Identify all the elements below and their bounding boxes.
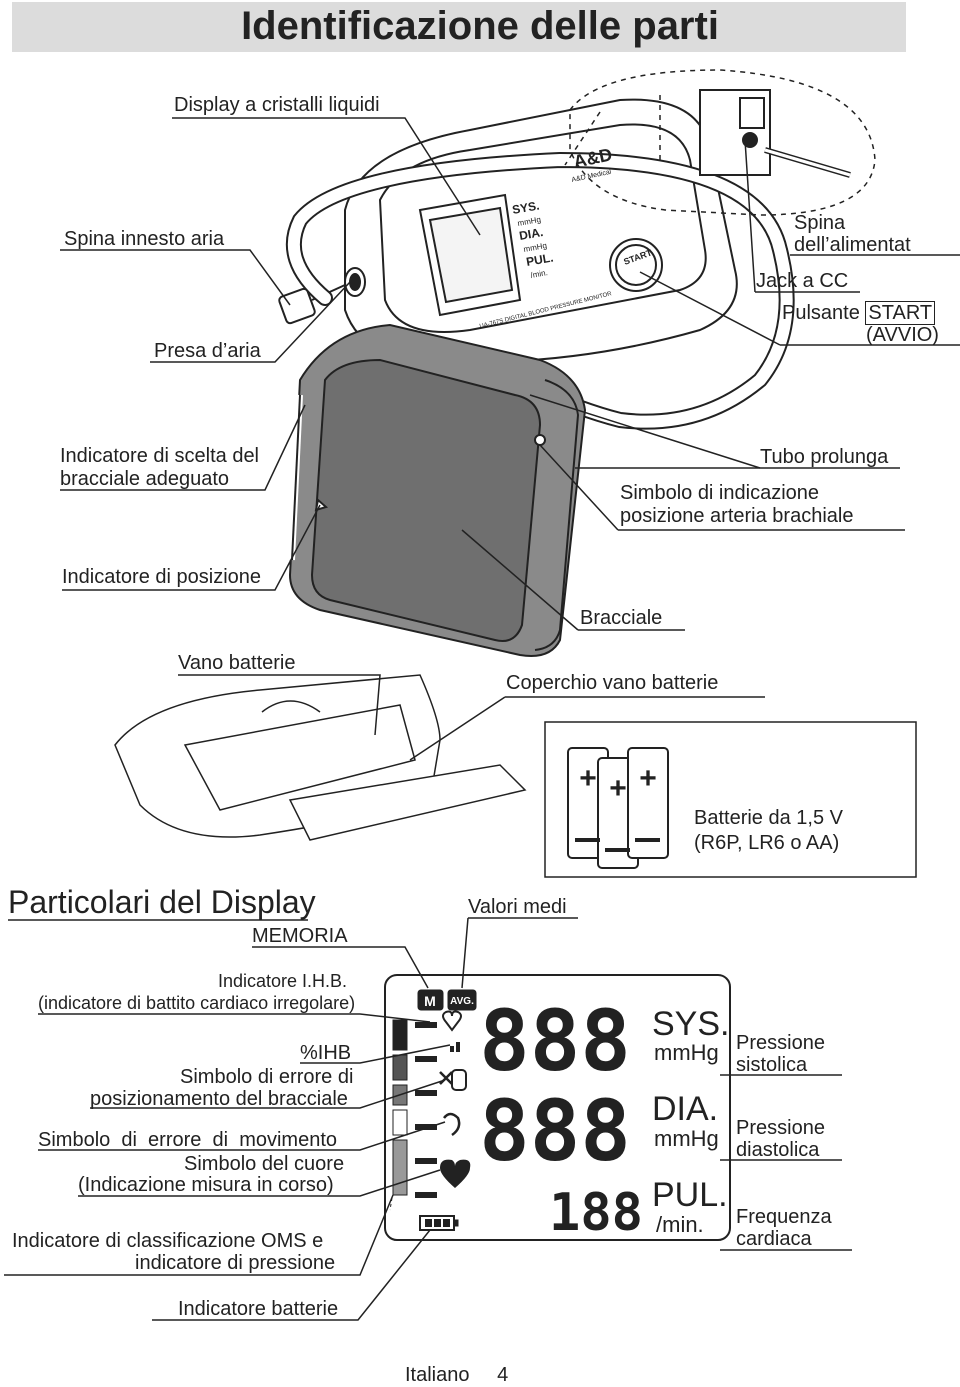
label-motion-error: Simbolo di errore di movimento [38,1129,338,1151]
label-systolic-1: Pressione [736,1032,825,1054]
leader-lines [4,117,960,1321]
label-ihb-1: Indicatore I.H.B. [218,971,348,991]
footer-page-number: 4 [497,1364,509,1386]
lcd-sys-unit: mmHg [654,1040,719,1065]
label-ihb-percent: %IHB [300,1042,352,1064]
batteries-box [544,721,917,878]
label-pulse-2: cardiaca [736,1228,812,1250]
label-diastolic-1: Pressione [736,1117,825,1139]
label-heart-2: (Indicazione misura in corso) [78,1174,334,1196]
label-pulse-1: Frequenza [736,1206,832,1228]
label-adapter-plug-1: Spina [794,212,846,234]
battery-plus-3: + [639,762,657,795]
label-average: Valori medi [468,896,567,918]
label-start-key: START [865,301,936,325]
lcd-sys-label: SYS. [652,1005,729,1043]
lcd-pul-unit: /min. [656,1212,704,1237]
label-ihb-2: (indicatore di battito cardiaco irregola… [38,993,356,1013]
label-air-plug: Spina innesto aria [64,228,225,250]
label-start-sub: (AVVIO) [866,324,939,346]
label-cuff-error-1: Simbolo di errore di [180,1066,354,1088]
label-batteries-2: (R6P, LR6 o AA) [694,832,840,854]
label-cuff-fit-1: Indicatore di scelta del [60,445,260,467]
label-systolic-2: sistolica [736,1054,808,1076]
page-title: Identificazione delle parti [241,4,719,48]
label-air-socket: Presa d’aria [154,340,261,362]
label-start-button: Pulsante START [782,301,936,325]
label-position: Indicatore di posizione [62,566,262,588]
device-sys: SYS. [511,198,540,217]
label-battery-cover: Coperchio vano batterie [506,672,719,694]
label-who-1: Indicatore di classificazione OMS e [12,1230,324,1252]
label-start-prefix: Pulsante [782,302,860,324]
label-diastolic-2: diastolica [736,1139,820,1161]
label-cuff-fit-2: bracciale adeguato [60,468,230,490]
label-who-2: indicatore di pressione [135,1252,336,1274]
label-extension-tube: Tubo prolunga [760,446,889,468]
label-battery-indicator: Indicatore batterie [178,1298,339,1320]
battery-minus-signs [575,838,660,852]
lcd-sys-digits: 888 [479,992,631,1090]
label-artery-1: Simbolo di indicazione [620,482,820,504]
label-battery-compartment: Vano batterie [178,652,296,674]
avg-icon: AVG. [450,996,474,1007]
label-cuff-error-2: posizionamento del bracciale [90,1088,348,1110]
device-pul: PUL. [525,250,554,269]
label-artery-2: posizione arteria brachiale [620,505,854,527]
label-display: Display a cristalli liquidi [174,94,380,116]
lcd-dia-label: DIA. [652,1090,718,1128]
battery-compartment-illustration [114,674,527,841]
label-memory: MEMORIA [252,925,348,947]
device-dia: DIA. [518,225,544,243]
footer-language: Italiano [405,1364,470,1386]
display-details-heading: Particolari del Display [8,884,316,920]
cuff-illustration [288,323,587,657]
lcd-pul-label: PUL. [652,1176,728,1214]
lcd-dia-digits: 888 [479,1082,631,1180]
battery-plus-2: + [609,772,627,805]
lcd-dia-unit: mmHg [654,1126,719,1151]
title-bar [12,2,906,52]
battery-plus-1: + [579,762,597,795]
label-adapter-plug-2: dell’alimentat [794,234,911,256]
device-pul-unit: /min. [530,268,549,280]
label-heart-1: Simbolo del cuore [184,1153,345,1175]
label-batteries-1: Batterie da 1,5 V [694,807,843,829]
device-dia-unit: mmHg [523,241,548,254]
lcd-pul-digits: 188 [549,1183,643,1243]
monitor-illustration [278,69,876,430]
memory-icon: M [424,993,436,1009]
page-footer: Italiano 4 [405,1364,508,1387]
label-cuff: Bracciale [580,607,663,629]
label-dc-jack: Jack a CC [756,270,849,292]
device-sys-unit: mmHg [517,215,542,228]
